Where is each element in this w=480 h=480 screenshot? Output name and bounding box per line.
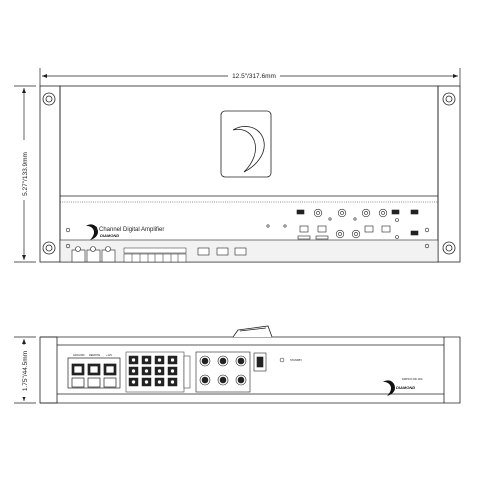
rca-jack-2 <box>217 355 229 367</box>
standby-label: STANDBY <box>290 358 302 362</box>
switch-label-plate-2 <box>315 235 329 240</box>
product-name: 8 Channel Digital Amplifier <box>94 227 164 233</box>
led-2 <box>395 235 399 239</box>
switch-label-plate-1 <box>297 235 311 240</box>
width-dimension-label: 12.5"/317.6mm <box>232 73 276 80</box>
standby-switch <box>253 352 267 372</box>
channel-badge-4 <box>410 230 419 236</box>
crescent-logo-icon <box>232 126 265 173</box>
led-4 <box>353 217 357 221</box>
gain-knob-3 <box>361 208 371 218</box>
mounting-hole-top-right <box>442 92 456 106</box>
depth-dimension-label: 1.75"/44.5mm <box>22 351 29 391</box>
mounting-hole-bottom-right <box>442 241 456 255</box>
power-terminal-block-top <box>71 246 116 263</box>
led-1 <box>395 218 399 222</box>
rca-jack-3 <box>235 355 247 367</box>
height-dimension-label: 5.27"/133.9mm <box>22 152 29 196</box>
right-end-cap <box>437 85 461 263</box>
channel-badge-3 <box>410 209 419 215</box>
left-end-cap <box>39 85 61 263</box>
power-terminal-block <box>67 357 121 389</box>
switch-1 <box>299 225 309 233</box>
rca-jack-5 <box>217 374 229 386</box>
small-crescent-logo-icon <box>86 224 98 240</box>
speaker-terminal-block-top <box>123 247 187 263</box>
rca-jack-6 <box>235 374 247 386</box>
crossover-knob-1 <box>335 229 345 239</box>
rca-input-panel <box>195 351 251 393</box>
top-view <box>39 85 461 263</box>
led-3 <box>328 217 332 221</box>
side-view <box>39 325 461 404</box>
control-panel <box>296 208 419 240</box>
panel-screw-holes <box>65 224 430 249</box>
rca-jacks-top <box>197 247 247 256</box>
switch-4 <box>381 225 391 233</box>
speaker-terminal-grid <box>125 351 191 393</box>
model-label: DMPD.8.100.1DA <box>402 377 423 381</box>
rca-jack-1 <box>199 355 211 367</box>
gain-knob-1 <box>313 208 323 218</box>
top-brand-name: DIAMOND <box>100 233 119 238</box>
ground-terminal-label: GROUND <box>73 353 85 357</box>
indicator <box>279 357 285 363</box>
mounting-hole-bottom-left <box>42 241 56 255</box>
crossover-knob-2 <box>351 229 361 239</box>
channel-badge-2 <box>391 209 400 215</box>
remote-terminal-label: REMOTE <box>89 353 100 357</box>
gain-knob-2 <box>337 208 347 218</box>
gain-knob-4 <box>378 208 388 218</box>
channel-badge-1 <box>296 209 305 215</box>
switch-2 <box>317 225 327 233</box>
switch-3 <box>364 225 374 233</box>
logo-plate <box>220 110 272 178</box>
rca-jack-4 <box>199 374 211 386</box>
mounting-hole-top-left <box>42 92 56 106</box>
power-terminal-label: +12V <box>106 353 112 357</box>
side-outline <box>39 336 461 404</box>
side-brand-name: DIAMOND <box>396 385 415 390</box>
side-crescent-logo-icon <box>383 380 395 396</box>
